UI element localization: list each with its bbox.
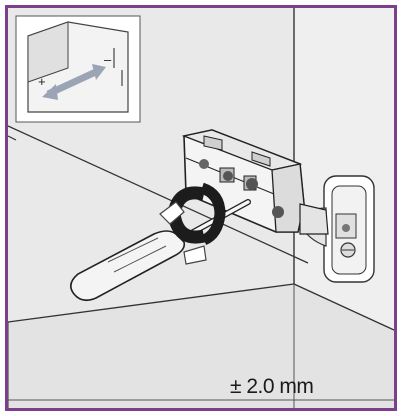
rotation-arrow-upper <box>159 201 185 225</box>
front-panel-edge <box>8 135 17 141</box>
rotation-arrow-lower <box>183 245 207 265</box>
front-panel-top-edge <box>8 125 309 264</box>
inset-minus-sign: – <box>104 52 112 67</box>
inset-plus-sign: + <box>38 74 46 89</box>
rotation-indicator <box>159 182 226 265</box>
illustration-frame: + – <box>5 5 397 411</box>
cabinet-floor <box>8 284 394 408</box>
inset-cabinet-diagram <box>15 15 141 123</box>
floor-right-edge <box>293 283 394 331</box>
adjustment-range-label: ± 2.0 mm <box>230 375 314 398</box>
floor-back-edge <box>8 283 295 323</box>
hinge-adjustment-illustration: + – <box>8 8 394 408</box>
hinge-arm <box>181 129 329 235</box>
